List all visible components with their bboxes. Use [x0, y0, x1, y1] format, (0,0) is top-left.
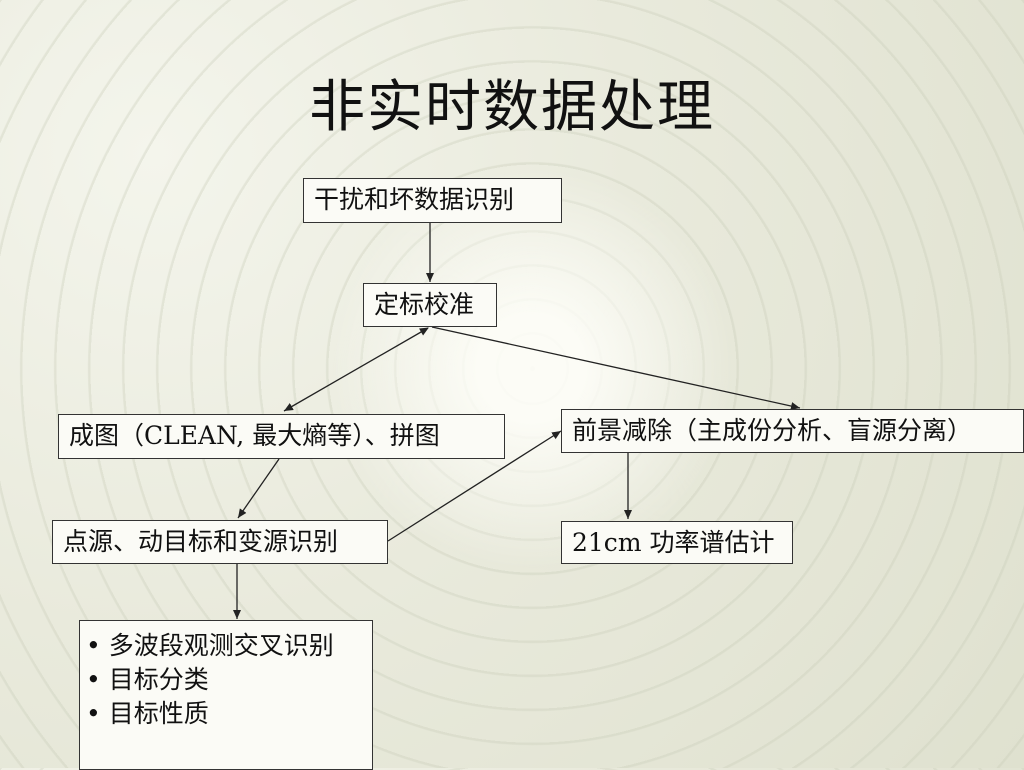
followup-item: 多波段观测交叉识别: [86, 629, 366, 663]
arrow-pointsources-to-foreground: [387, 430, 562, 542]
node-followup-list: 多波段观测交叉识别 目标分类 目标性质: [79, 620, 373, 770]
arrow-calibration-to-foreground: [431, 326, 801, 410]
node-foreground-removal: 前景减除（主成份分析、盲源分离）: [561, 409, 1024, 453]
node-point-source-identification: 点源、动目标和变源识别: [52, 520, 388, 564]
node-imaging-mosaic: 成图（CLEAN, 最大熵等）、拼图: [58, 414, 505, 459]
slide-title: 非实时数据处理: [309, 75, 715, 140]
node-interference-identification: 干扰和坏数据识别: [303, 178, 562, 223]
node-power-spectrum-estimation: 21cm 功率谱估计: [561, 521, 793, 564]
followup-item: 目标性质: [86, 697, 366, 731]
followup-item: 目标分类: [86, 663, 366, 697]
arrow-imaging-to-pointsources: [237, 458, 280, 519]
arrow-calibration-imaging: [283, 327, 429, 412]
node-calibration: 定标校准: [363, 283, 497, 327]
